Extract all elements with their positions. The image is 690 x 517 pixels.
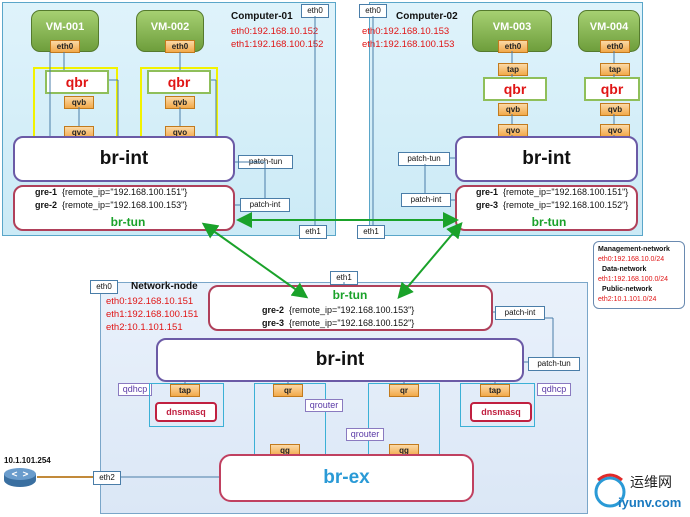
- network-node-patch-tun: patch-tun: [528, 357, 580, 371]
- vm-003-label: VM-003: [492, 21, 532, 33]
- gre1-remote-ip: {remote_ip="192.168.100.151"}: [503, 187, 629, 197]
- network-node-ip2: eth2:10.1.101.151: [106, 322, 183, 333]
- network-node-ip1: eth1:192.168.100.151: [106, 309, 199, 320]
- gre1-name: gre-1: [476, 187, 499, 197]
- network-node-br-int[interactable]: br-int: [156, 338, 524, 382]
- vm-003-eth0[interactable]: eth0: [498, 40, 528, 53]
- qr-left[interactable]: qr: [273, 384, 303, 397]
- watermark-url: iyunv.com: [618, 495, 682, 510]
- legend-public-ip: eth2:10.1.101.0/24: [598, 296, 657, 303]
- right-dnsmasq[interactable]: dnsmasq: [470, 402, 532, 422]
- vm-003-qvb[interactable]: qvb: [498, 103, 528, 116]
- computer-01-br-tun[interactable]: [13, 185, 235, 231]
- watermark-cn: 运维网: [630, 475, 672, 491]
- vm-002-qvb[interactable]: qvb: [165, 96, 195, 109]
- right-qdhcp-namespace: [460, 383, 535, 427]
- computer-02-title: Computer-02: [396, 11, 458, 22]
- computer-02-ip0: eth0:192.168.10.153: [362, 26, 450, 37]
- legend-data-ip: eth1:192.168.100.0/24: [598, 276, 669, 283]
- qrouter-label-left: qrouter: [305, 399, 343, 412]
- vm-004-label: VM-004: [589, 21, 629, 33]
- left-qdhcp-label: qdhcp: [118, 383, 152, 396]
- computer-02-ip1: eth1:192.168.100.153: [362, 39, 455, 50]
- gre2-name: gre-2: [262, 305, 285, 315]
- router-ip: 10.1.101.254: [4, 456, 51, 465]
- left-dnsmasq[interactable]: dnsmasq: [155, 402, 217, 422]
- gre3-name: gre-3: [476, 200, 499, 210]
- legend-data-title: Data-network: [602, 266, 647, 273]
- gre3-remote-ip: {remote_ip="192.168.100.152"}: [503, 200, 629, 210]
- gre1-remote-ip: {remote_ip="192.168.100.151"}: [62, 187, 188, 197]
- computer-01-title: Computer-01: [231, 11, 293, 22]
- vm-002-label: VM-002: [150, 21, 190, 33]
- qrouter-label-right: qrouter: [346, 428, 384, 441]
- gre1-name: gre-1: [35, 187, 58, 197]
- network-node-eth2-label: eth2: [93, 471, 121, 485]
- computer-01-br-int[interactable]: br-int: [13, 136, 235, 182]
- legend-public-title: Public-network: [602, 286, 653, 293]
- computer-01-ip1: eth1:192.168.100.152: [231, 39, 324, 50]
- vm-004-tap[interactable]: tap: [600, 63, 630, 76]
- computer-02-patch-tun: patch-tun: [398, 152, 450, 166]
- network-node-gre2: gre-2 {remote_ip="192.168.100.153"}: [262, 305, 414, 315]
- vm-004-qbr[interactable]: qbr: [584, 77, 640, 101]
- right-tap[interactable]: tap: [480, 384, 510, 397]
- legend-mgmt-ip: eth0:192.168.10.0/24: [598, 256, 665, 263]
- computer-01-ip0: eth0:192.168.10.152: [231, 26, 319, 37]
- network-node-eth0-label: eth0: [90, 280, 118, 294]
- router-icon[interactable]: [3, 466, 37, 488]
- right-qdhcp-label: qdhcp: [537, 383, 571, 396]
- network-node-gre3: gre-3 {remote_ip="192.168.100.152"}: [262, 318, 414, 328]
- watermark-logo-icon: [590, 470, 630, 510]
- network-node-title: Network-node: [131, 281, 198, 292]
- computer-01-gre1: gre-1 {remote_ip="192.168.100.151"}: [35, 187, 187, 197]
- gre3-remote-ip: {remote_ip="192.168.100.152"}: [289, 318, 415, 328]
- left-tap[interactable]: tap: [170, 384, 200, 397]
- computer-02-br-tun-title: br-tun: [531, 215, 567, 229]
- vm-001-eth0[interactable]: eth0: [50, 40, 80, 53]
- computer-01-patch-int: patch-int: [240, 198, 290, 212]
- network-legend: Management-network eth0:192.168.10.0/24 …: [593, 241, 685, 309]
- gre2-remote-ip: {remote_ip="192.168.100.153"}: [289, 305, 415, 315]
- vm-002-qbr[interactable]: qbr: [147, 70, 211, 94]
- vm-001-label: VM-001: [45, 21, 85, 33]
- computer-02-br-int[interactable]: br-int: [455, 136, 638, 182]
- gre2-name: gre-2: [35, 200, 58, 210]
- vm-003-qbr[interactable]: qbr: [483, 77, 547, 101]
- computer-02-gre1: gre-1 {remote_ip="192.168.100.151"}: [476, 187, 628, 197]
- computer-02-br-tun[interactable]: [455, 185, 638, 231]
- computer-02-gre3: gre-3 {remote_ip="192.168.100.152"}: [476, 200, 628, 210]
- network-node-ip0: eth0:192.168.10.151: [106, 296, 194, 307]
- computer-01-br-tun-title: br-tun: [110, 215, 146, 229]
- left-qdhcp-namespace: [149, 383, 224, 427]
- network-node-br-tun-title: br-tun: [332, 288, 368, 302]
- network-node-br-ex[interactable]: br-ex: [219, 454, 474, 502]
- network-node-patch-int: patch-int: [495, 306, 545, 320]
- vm-004-qvb[interactable]: qvb: [600, 103, 630, 116]
- vm-004-eth0[interactable]: eth0: [600, 40, 630, 53]
- qr-right[interactable]: qr: [389, 384, 419, 397]
- vm-003-tap[interactable]: tap: [498, 63, 528, 76]
- vm-001-qbr[interactable]: qbr: [45, 70, 109, 94]
- computer-02-patch-int: patch-int: [401, 193, 451, 207]
- computer-01-gre2: gre-2 {remote_ip="192.168.100.153"}: [35, 200, 187, 210]
- gre2-remote-ip: {remote_ip="192.168.100.153"}: [62, 200, 188, 210]
- vm-002-eth0[interactable]: eth0: [165, 40, 195, 53]
- gre3-name: gre-3: [262, 318, 285, 328]
- legend-mgmt-title: Management-network: [598, 246, 670, 253]
